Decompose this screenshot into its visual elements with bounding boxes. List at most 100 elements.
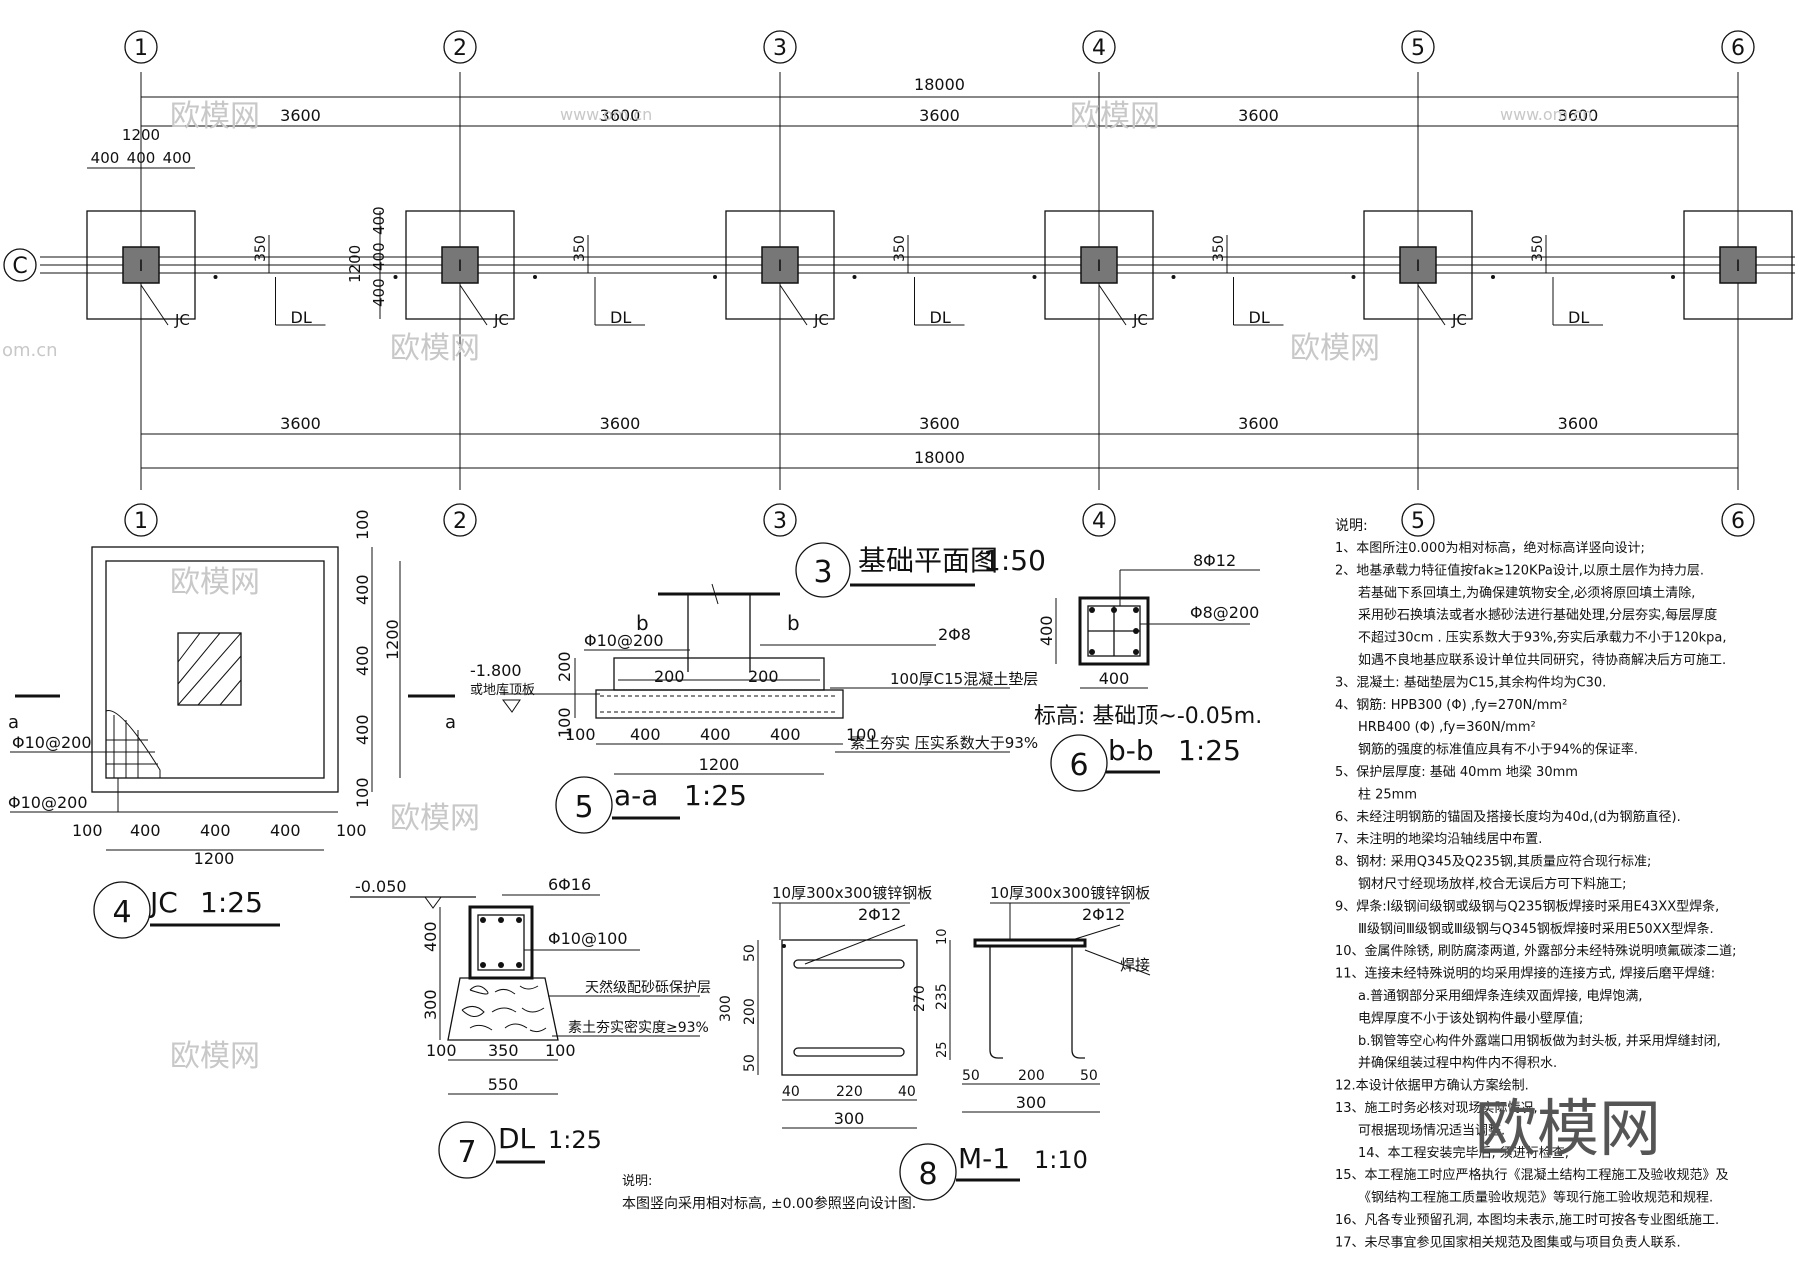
axis-bubble-top [763,30,797,64]
axis-bubble-bottom [1082,503,1116,537]
column-mark: I [139,256,144,275]
axis-bubble-bottom [1401,503,1435,537]
dl-dot [713,275,717,279]
dl-dot [1671,275,1675,279]
dl-stirrup-label: Φ10@100 [548,929,628,948]
jc-leader [1098,284,1127,326]
jc-title-text: JC [148,886,178,919]
aa-elevation: -1.800 [470,661,522,680]
m1-dim-50-bot: 50 [742,1054,758,1072]
axis-label-bottom: 3 [773,509,787,534]
axis-label-top: 6 [1731,36,1745,61]
axis-bubble-top [443,30,477,64]
dl-dot [1491,275,1495,279]
row-axis-bubble [3,248,37,282]
dim-bay-top: 3600 [1238,106,1279,125]
dim-400-a: 400 [91,149,120,167]
dim-bay-top: 3600 [280,106,321,125]
dl-title-number: 7 [457,1135,476,1170]
note-line: HRB400 (Φ) ,fy=360N/mm² [1358,720,1536,735]
bb-title-scale: 1:25 [1178,734,1241,767]
jc-dim-100-bot: 100 [353,777,372,808]
dim-total-top: 18000 [914,75,965,94]
aa-dim-200-a: 200 [654,667,685,686]
plan-title: 3 基础平面图 1:50 [795,542,1046,598]
jc-label: JC [1132,311,1148,329]
jc-title-scale: 1:25 [200,886,263,919]
axis-label-top: 4 [1092,36,1106,61]
jc-dim-400-b: 400 [200,821,231,840]
note-line: 若基础下系回填土,为确保建筑物安全,必须将原回填土清除, [1358,585,1695,601]
axis-bubble-bottom [763,503,797,537]
dl-label: DL [1568,308,1589,327]
watermark-text-1: 欧模网 [170,99,260,134]
m1-dim-270: 270 [912,985,928,1012]
dim-400-v3: 400 [370,278,388,307]
dl-label: DL [291,308,312,327]
dim-400-b: 400 [127,149,156,167]
axis-label-bottom: 4 [1092,509,1106,534]
jc-dim-400-a: 400 [130,821,161,840]
note-line: 9、焊条:Ⅰ级钢间级钢或级钢与Q235钢板焊接时采用E43XX型焊条, [1335,898,1719,914]
note-line: 如遇不良地基应联系设计单位共同研究，待协商解决后方可施工. [1358,652,1726,668]
jc-dim-100-left: 100 [72,821,103,840]
note-line: 采用砂石换填法或者水撼砂法进行基础处理,分层夯实,每层厚度 [1358,607,1717,623]
aa-soil-label: 素土夯实 压实系数大于93% [850,734,1038,752]
dl-soil-label: 素土夯实密实度≥93% [568,1019,709,1036]
watermark-site-2: www.om.cn [1500,105,1592,124]
jc-inner-outline [105,560,325,779]
dim-350-text: 350 [572,235,588,262]
aa-cut-b-left: b [636,611,649,635]
note-line: 钢筋的强度的标准值应具有不小于94%的保证率. [1358,742,1638,758]
m1-dim-200-v: 200 [742,998,758,1025]
jc-label: JC [813,311,829,329]
m1-detail: 10厚300x300镀锌钢板 2Φ12 50 200 50 300 40 220… [718,884,1150,1201]
note-line: 14、本工程安装完毕后, 须进行检查, [1358,1146,1569,1161]
note-line: a.普通钢部分采用细焊条连续双面焊接, 电焊饱满, [1358,988,1643,1004]
m1-dim-10: 10 [935,928,950,945]
m1-dim-300-v: 300 [718,995,734,1022]
bottom-note-text: 本图竖向采用相对标高, ±0.00参照竖向设计图. [622,1195,916,1212]
aa-dim-1200: 1200 [699,755,740,774]
aa-dim-100-r: 100 [846,725,877,744]
axis-label-top: 2 [453,36,467,61]
dim-400-c: 400 [163,149,192,167]
note-line: 并确保组装过程中构件内不得积水. [1358,1055,1557,1071]
aa-title-text: a-a [614,779,658,812]
bb-title-text: b-b [1108,734,1154,767]
dl-bars-label: 6Φ16 [548,875,591,894]
column-mark: I [458,256,463,275]
aa-elevation-note: 或地库顶板 [470,682,535,698]
dl-dot [1171,275,1176,279]
note-line: 柱 25mm [1358,787,1417,802]
general-notes: 说明: 1、本图所注0.000为相对标高，绝对标高详竖向设计;2、地基承载力特征… [1335,518,1736,1250]
note-line: 《钢结构工程施工质量验收规范》等现行施工验收规范和规程. [1358,1190,1713,1206]
dl-gravel-label: 天然级配砂砾保护层 [585,979,711,996]
dl-dim-350: 350 [488,1041,519,1060]
axis-bubble-top [1082,30,1116,64]
dl-label: DL [610,308,631,327]
bb-elevation-text: 标高: 基础顶~-0.05m. [1034,704,1262,729]
m1-plate-label-right: 10厚300x300镀锌钢板 [990,884,1150,902]
column-hatch [122,246,160,284]
note-line: 不超过30cm . 压实系数大于93%,夯实后承载力不小于120kpa, [1358,631,1726,646]
bb-section: 8Φ12 Φ8@200 400 400 标高: 基础顶~-0.05m. 6 b-… [1034,551,1262,792]
axis-label-bottom: 5 [1411,509,1425,534]
note-line: 电焊厚度不小于该处钢构件最小壁厚值; [1358,1010,1583,1026]
m1-dim-235: 235 [934,983,950,1010]
dl-dot [1032,275,1037,279]
axis-label-top: 1 [134,36,148,61]
watermark-text-5: 欧模网 [170,565,260,600]
note-line: 8、钢材: 采用Q345及Q235钢,其质量应符合现行标准; [1335,854,1651,870]
column-hatch [441,246,479,284]
watermark-text-4: 欧模网 [1290,331,1380,366]
dim-bay-bottom: 3600 [280,414,321,433]
watermark-text-3: 欧模网 [390,331,480,366]
dl-elevation: -0.050 [355,877,407,896]
aa-cut-b-right: b [787,611,800,635]
note-line: 1、本图所注0.000为相对标高，绝对标高详竖向设计; [1335,540,1645,556]
dl-label: DL [930,308,951,327]
dim-1200-top: 1200 [122,126,160,144]
dl-dim-100-r: 100 [545,1041,576,1060]
